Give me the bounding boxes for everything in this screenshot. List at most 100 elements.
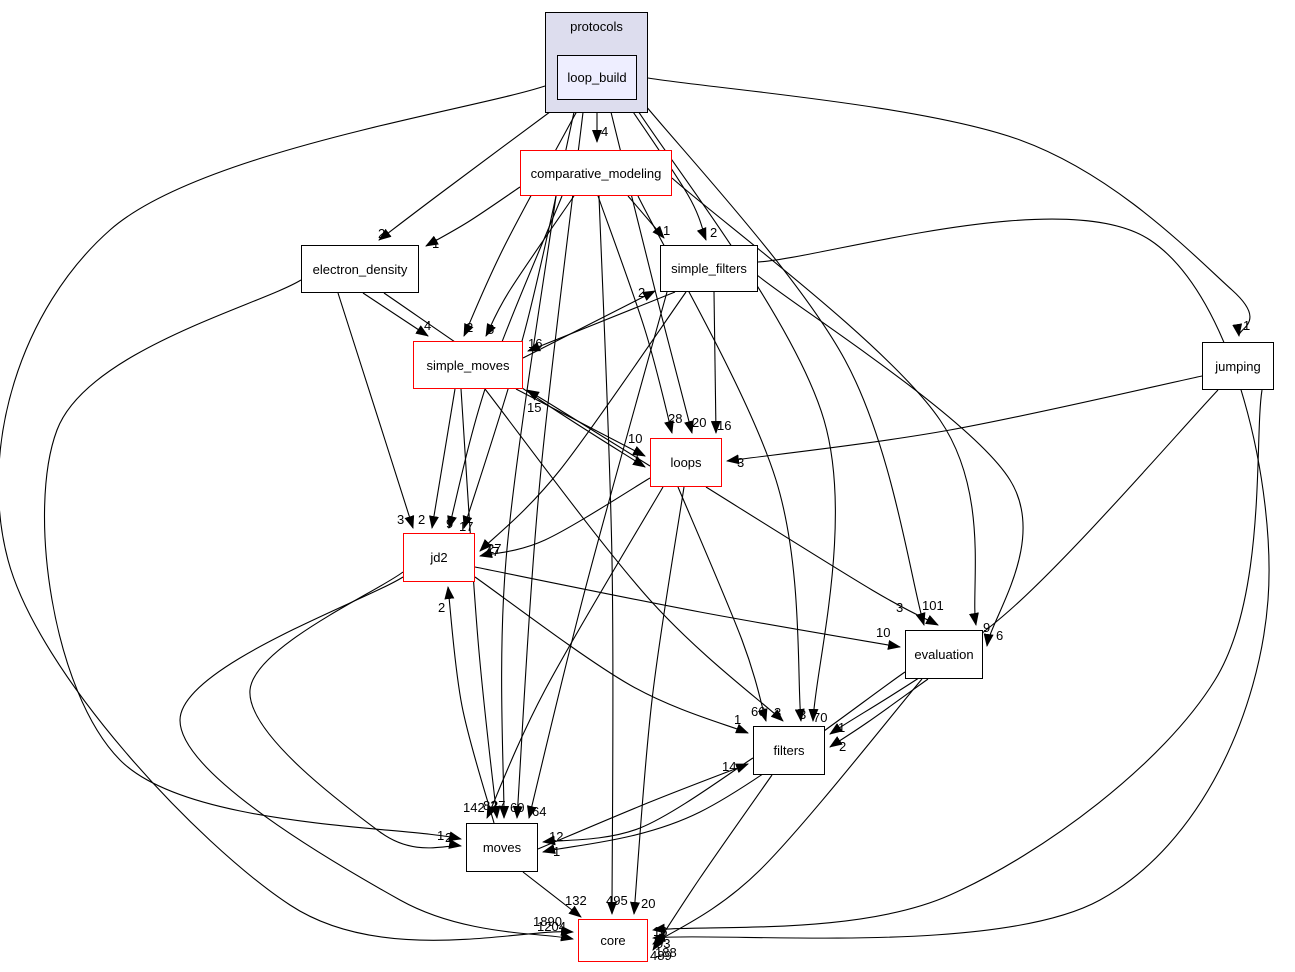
edge-simple_moves-to-loops [515, 388, 646, 457]
edge-simple_filters-to-simple_moves [527, 291, 676, 352]
edge-label-loops-to-filters: 66 [751, 704, 765, 719]
edge-label-loops-to-moves: 142 [463, 800, 485, 815]
edge-jumping-to-filters [829, 389, 1219, 735]
node-loops[interactable]: loops [650, 438, 722, 487]
edge-jd2-to-moves [249, 571, 462, 849]
edge-label-loop_build-to-simple_moves: 2 [466, 320, 473, 335]
edge-label-comparative_modeling-to-core: 495 [606, 893, 628, 908]
edge-label-simple_moves-to-jd2: 2 [418, 512, 425, 527]
edge-label-jumping-to-core: 16 [653, 924, 667, 939]
edge-comparative_modeling-to-simple_moves [485, 195, 575, 337]
edge-label-loops-to-simple_moves: 15 [527, 400, 541, 415]
edge-label-evaluation-to-moves: 1 [553, 844, 560, 859]
node-comparative-modeling[interactable]: comparative_modeling [520, 150, 672, 196]
edge-loop_build-to-filters [630, 99, 836, 722]
edge-simple_moves-to-jd2 [429, 388, 456, 529]
node-loops-label: loops [670, 455, 702, 470]
edge-label-loops-to-core: 20 [641, 896, 655, 911]
edge-evaluation-to-filters [829, 678, 929, 748]
edge-label-simple_moves-to-loops: 10 [628, 431, 642, 446]
edge-simple_filters-to-loops [710, 291, 721, 434]
edge-comparative_modeling-to-simple_filters [627, 195, 665, 239]
node-jd2-label: jd2 [430, 550, 448, 565]
edge-comparative_modeling-to-evaluation [671, 177, 979, 626]
edge-label-evaluation-to-filters: 2 [839, 739, 846, 754]
edge-loops-to-moves [486, 486, 664, 819]
edge-simple_filters-to-evaluation [756, 274, 1024, 647]
node-simple-moves[interactable]: simple_moves [413, 341, 523, 389]
edge-moves-to-filters [537, 763, 749, 850]
edge-label-comparative_modeling-to-loops: 28 [668, 411, 682, 426]
edge-label-filters-to-moves: 12 [549, 829, 563, 844]
edge-label-loop_build-to-electron_density: 2 [378, 226, 385, 241]
edge-jd2-to-filters [474, 576, 749, 734]
node-loop-build-label: loop_build [567, 70, 627, 85]
edge-label-comparative_modeling-to-jd2: 9 [446, 516, 453, 531]
edge-moves-to-core [522, 871, 582, 918]
edge-simple_filters-to-moves [526, 291, 668, 819]
edge-label-moves-to-jd2: 2 [438, 600, 445, 615]
node-moves-label: moves [482, 840, 522, 855]
edge-label-filters-to-core: 489 [650, 948, 672, 963]
node-comparative-modeling-label: comparative_modeling [530, 165, 662, 181]
edge-label-simple_filters-to-jd2: 47 [485, 544, 499, 559]
cluster-protocols-label: protocols [570, 19, 623, 34]
edge-simple_filters-to-core [652, 218, 1270, 942]
edge-label-comparative_modeling-to-simple_filters: 1 [663, 223, 670, 238]
edge-label-comparative_modeling-to-electron_density: 1 [432, 236, 439, 251]
edge-simple_moves-to-simple_filters [522, 290, 656, 359]
edge-loops-to-evaluation [705, 486, 939, 626]
node-moves[interactable]: moves [466, 823, 538, 872]
edge-label-loop_build-to-jd2: 17 [459, 519, 473, 534]
edge-comparative_modeling-to-loops [597, 195, 674, 434]
node-core[interactable]: core [578, 919, 648, 962]
edge-label-jumping-to-loops: 3 [737, 455, 744, 470]
edge-moves-to-jd2 [444, 586, 495, 824]
node-jd2[interactable]: jd2 [403, 533, 475, 582]
node-evaluation[interactable]: evaluation [905, 630, 983, 679]
node-jumping[interactable]: jumping [1202, 342, 1274, 390]
node-simple-filters-label: simple_filters [671, 261, 747, 276]
edge-label-simple_moves-to-filters: 3 [774, 705, 781, 720]
node-electron-density[interactable]: electron_density [301, 245, 419, 293]
edge-label-jd2-to-filters: 1 [734, 712, 741, 727]
edge-jd2-to-evaluation [474, 566, 901, 650]
edge-label-electron_density-to-simple_moves: 4 [424, 318, 431, 333]
edge-label-jumping-to-filters: 1 [838, 720, 845, 735]
edge-label-comparative_modeling-to-simple_moves: 5 [487, 322, 494, 337]
edge-label-loop_build-to-core: 1890 [533, 914, 562, 929]
node-filters-label: filters [773, 743, 805, 758]
edge-label-simple_moves-to-moves: 82 [483, 798, 497, 813]
edge-label-jd2-to-evaluation: 10 [876, 625, 890, 640]
edge-electron_density-to-loops [383, 292, 646, 468]
edge-loops-to-filters [677, 486, 768, 722]
edge-label-loop_build-to-loops: 20 [692, 415, 706, 430]
node-simple-filters[interactable]: simple_filters [660, 245, 758, 292]
edge-label-simple_moves-to-simple_filters: 2 [638, 285, 645, 300]
node-filters[interactable]: filters [753, 726, 825, 775]
edge-loop_build-to-moves [512, 103, 585, 819]
edge-comparative_modeling-to-core [598, 195, 618, 915]
edge-electron_density-to-moves [44, 279, 462, 842]
edge-label-loop_build-to-jumping: 1 [1243, 318, 1250, 333]
edge-label-electron_density-to-loops: 7 [633, 449, 640, 464]
edge-label-comparative_modeling-to-moves: 27 [491, 798, 505, 813]
node-core-label: core [600, 933, 626, 948]
edge-label-electron_density-to-jd2: 3 [397, 512, 404, 527]
edge-evaluation-to-core [652, 678, 923, 945]
edge-loop_build-to-simple_filters [624, 99, 707, 241]
edge-label-simple_filters-to-core: 93 [656, 936, 670, 951]
edge-filters-to-core [652, 774, 773, 951]
edge-jumping-to-loops [726, 375, 1203, 465]
edge-electron_density-to-simple_moves [362, 292, 429, 337]
node-electron-density-label: electron_density [312, 261, 408, 277]
edge-comparative_modeling-to-moves [499, 195, 557, 819]
edge-label-moves-to-filters: 14 [722, 759, 736, 774]
edge-label-loop_build-to-simple_filters: 2 [710, 225, 717, 240]
edge-loops-to-simple_moves [526, 389, 651, 467]
edge-electron_density-to-jd2 [337, 292, 415, 529]
edge-jumping-to-core [652, 389, 1263, 934]
node-loop-build[interactable]: loop_build [557, 55, 637, 100]
